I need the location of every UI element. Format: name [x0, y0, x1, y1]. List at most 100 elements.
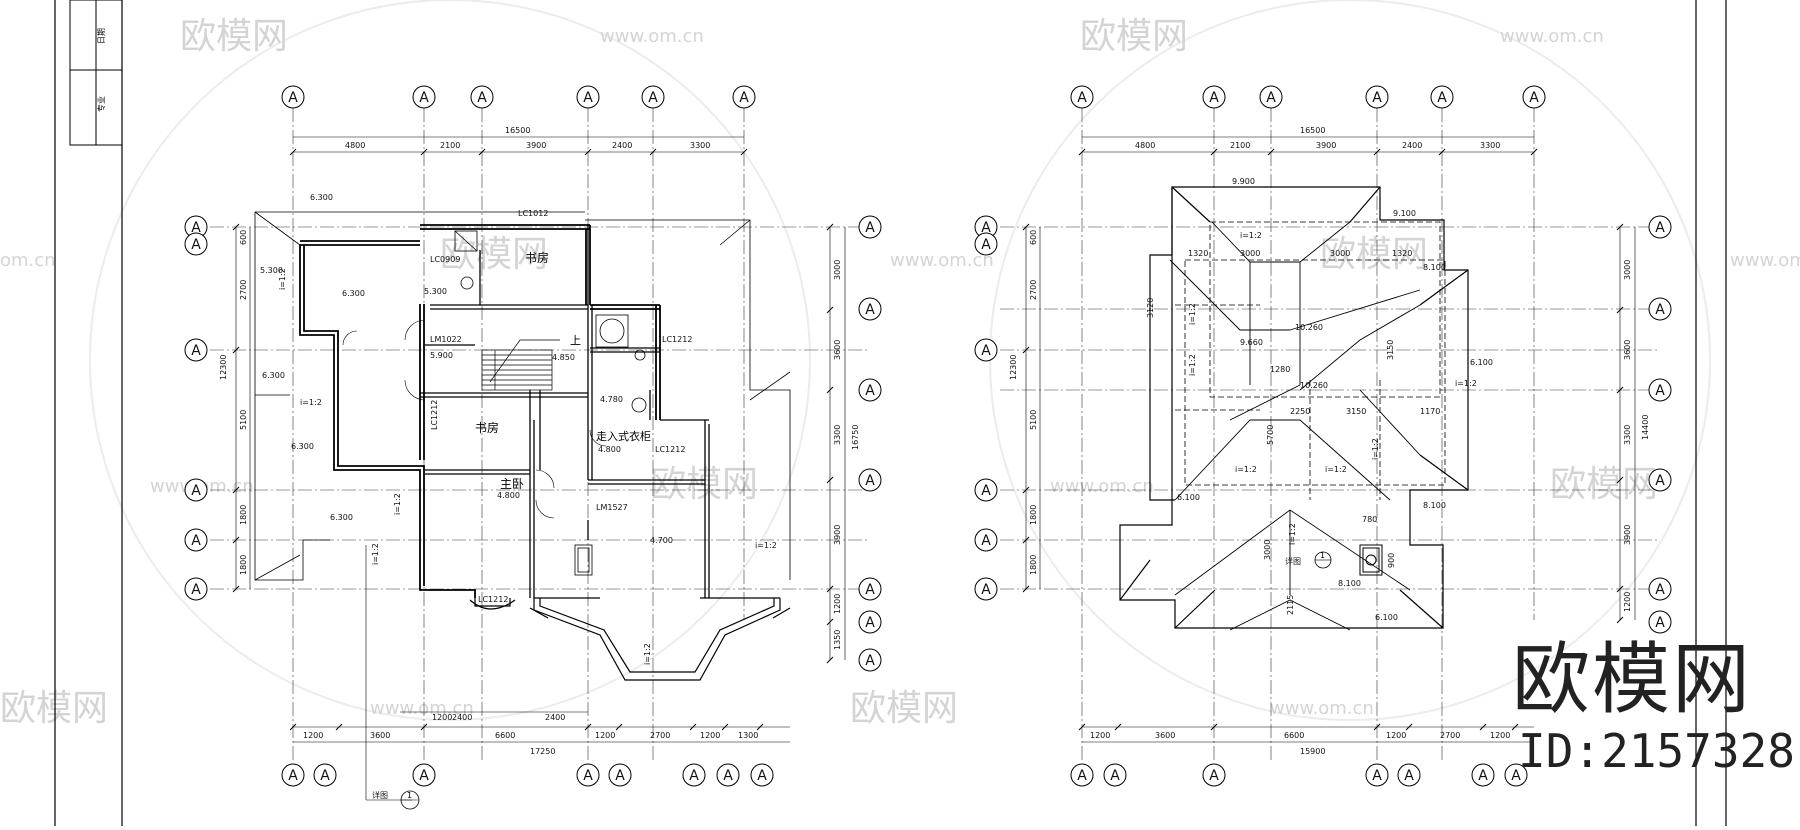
- svg-text:1800: 1800: [239, 555, 248, 575]
- svg-text:i=1:2: i=1:2: [1288, 523, 1297, 545]
- axis-bubble: A: [412, 763, 436, 787]
- elevation-marks: 9.900 9.100 9.660 10.260 10.260 8.100 6.…: [1177, 177, 1493, 622]
- svg-text:A: A: [865, 383, 875, 399]
- axis-bubble: A: [1259, 85, 1283, 109]
- watermark-url: www.om.cn: [370, 698, 474, 719]
- room-label-master-bedroom: 主卧: [500, 477, 524, 491]
- watermark-brand: 欧模网: [1080, 16, 1188, 57]
- axis-bubble: A: [1522, 85, 1546, 109]
- svg-text:A: A: [865, 615, 875, 631]
- room-label-walkin-closet: 走入式衣柜: [596, 429, 651, 443]
- axis-bubble: A: [313, 763, 337, 787]
- axis-bubble: A: [1397, 763, 1421, 787]
- svg-text:A: A: [1511, 768, 1521, 784]
- svg-text:8.100: 8.100: [1338, 579, 1361, 588]
- dimension-ticks: [232, 148, 834, 731]
- bay-window: [469, 597, 791, 681]
- svg-text:3150: 3150: [1346, 407, 1366, 416]
- svg-text:A: A: [1655, 615, 1665, 631]
- svg-text:1200: 1200: [700, 731, 720, 740]
- axis-bubble: A: [682, 763, 706, 787]
- axis-bubble: A: [412, 85, 436, 109]
- axis-bubble: A: [470, 85, 494, 109]
- svg-text:600: 600: [239, 230, 248, 245]
- svg-text:9.660: 9.660: [1240, 338, 1263, 347]
- svg-text:3000: 3000: [1240, 249, 1260, 258]
- watermark-url: www.om.cn: [1270, 698, 1374, 719]
- detail-callout: 详图 1: [365, 545, 420, 810]
- svg-text:A: A: [583, 768, 593, 784]
- svg-text:i=1:2: i=1:2: [1455, 379, 1477, 388]
- svg-text:6600: 6600: [495, 731, 515, 740]
- watermark-brand: 欧模网: [1320, 234, 1428, 275]
- svg-text:3600: 3600: [833, 340, 842, 360]
- brand-block: 欧模网 ID:2157328: [1512, 640, 1795, 790]
- svg-text:1200: 1200: [833, 594, 842, 614]
- room-label-study: 书房: [475, 420, 499, 435]
- window-tag: LC1212: [655, 445, 685, 454]
- svg-text:1200: 1200: [1090, 731, 1110, 740]
- staircase: [481, 339, 560, 391]
- svg-text:A: A: [981, 343, 991, 359]
- axis-bubbles: A A A A A A A A A A A A A A A A A A A A …: [184, 85, 882, 787]
- svg-text:2400: 2400: [1402, 141, 1422, 150]
- svg-text:A: A: [1077, 768, 1087, 784]
- elevation-marks: 6.300 5.300 6.300 6.300 6.300 5.300 5.90…: [260, 193, 673, 545]
- svg-text:3000: 3000: [833, 260, 842, 280]
- svg-text:5700: 5700: [1266, 425, 1275, 445]
- svg-text:16500: 16500: [1300, 126, 1325, 135]
- svg-text:A: A: [615, 768, 625, 784]
- roof-plan: 1 详图 9.900 9.100 9.660 10.260 10.260 8.1…: [974, 85, 1672, 787]
- svg-text:A: A: [1209, 90, 1219, 106]
- watermark-url: www.om.cn: [600, 26, 704, 47]
- sheet-border: [54, 0, 1727, 826]
- chimney: [1359, 544, 1383, 576]
- svg-text:3300: 3300: [690, 141, 710, 150]
- axis-bubble: A: [184, 528, 208, 552]
- svg-text:4.800: 4.800: [497, 491, 520, 500]
- axis-bubble: A: [1648, 297, 1672, 321]
- svg-text:16750: 16750: [851, 425, 860, 450]
- axis-bubble: A: [641, 85, 665, 109]
- svg-text:A: A: [981, 220, 991, 236]
- svg-text:6.300: 6.300: [330, 513, 353, 522]
- svg-text:A: A: [981, 533, 991, 549]
- axis-bubble: A: [184, 478, 208, 502]
- axis-bubble: A: [1103, 763, 1127, 787]
- svg-text:A: A: [419, 90, 429, 106]
- axis-bubble: A: [576, 763, 600, 787]
- svg-text:8.100: 8.100: [1423, 263, 1446, 272]
- dimension-ticks: [1022, 148, 1624, 731]
- svg-text:3300: 3300: [1623, 425, 1632, 445]
- svg-text:i=1:2: i=1:2: [1325, 465, 1347, 474]
- axis-bubble: A: [184, 232, 208, 256]
- inner-dimension-text: 1320 3000 3000 1320 3120 3150 2250 3150 …: [1146, 249, 1440, 615]
- svg-text:A: A: [1110, 768, 1120, 784]
- svg-text:详图: 详图: [372, 790, 388, 800]
- svg-text:900: 900: [1387, 553, 1396, 568]
- floor-plan: 书房 书房 走入式衣柜 主卧 上 LC1012 LC0909 LM1022 LC…: [184, 85, 882, 810]
- svg-text:2100: 2100: [1230, 141, 1250, 150]
- axis-bubble: A: [1471, 763, 1495, 787]
- svg-text:A: A: [723, 768, 733, 784]
- svg-text:4.850: 4.850: [552, 353, 575, 362]
- svg-text:5.300: 5.300: [424, 287, 447, 296]
- svg-text:i=1:2: i=1:2: [393, 493, 402, 515]
- interior-walls: [420, 225, 710, 598]
- svg-text:6.100: 6.100: [1375, 613, 1398, 622]
- watermark-layer: 欧模网 欧模网 www.om.cn www.om.cn 欧模网 欧模网 om.c…: [0, 0, 1800, 729]
- svg-text:A: A: [865, 220, 875, 236]
- title-block-label: 日期: [97, 28, 106, 44]
- svg-text:A: A: [191, 220, 201, 236]
- svg-text:14400: 14400: [1641, 415, 1650, 440]
- svg-text:2115: 2115: [1286, 595, 1295, 615]
- svg-text:5.300: 5.300: [260, 266, 283, 275]
- bathroom-fixtures: [454, 230, 647, 576]
- svg-text:A: A: [865, 302, 875, 318]
- svg-text:A: A: [1404, 768, 1414, 784]
- svg-text:780: 780: [1362, 515, 1377, 524]
- svg-text:A: A: [320, 768, 330, 784]
- svg-text:1800: 1800: [1029, 555, 1038, 575]
- axis-bubble: A: [974, 232, 998, 256]
